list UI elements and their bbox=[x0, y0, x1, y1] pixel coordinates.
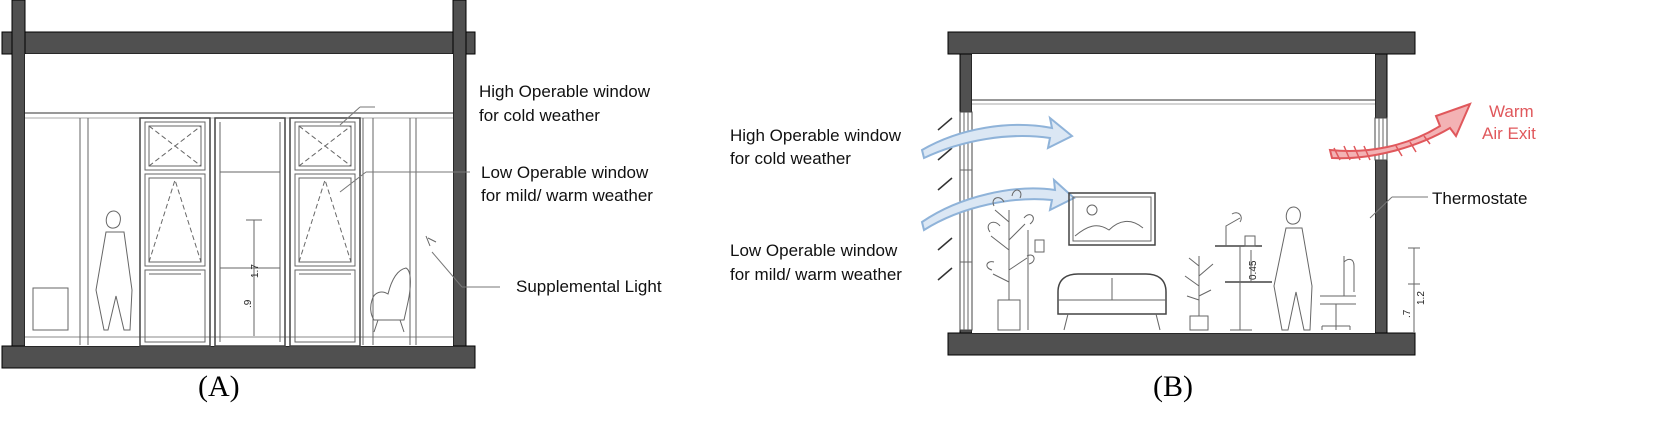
panel-a-dimensions: .9 1.7 bbox=[243, 219, 262, 336]
sofa bbox=[1057, 273, 1167, 331]
panel-b-caption: (B) bbox=[1153, 370, 1193, 403]
panel-a-structure bbox=[1, 0, 476, 369]
panel-b-wall-control bbox=[1034, 239, 1045, 253]
panel-a-low-window-sublabel: for mild/ warm weather bbox=[481, 186, 653, 205]
panel-b-leaders bbox=[1369, 196, 1428, 219]
panel-a-high-window-label: High Operable window bbox=[479, 82, 651, 101]
warm-air-exit-sublabel: Air Exit bbox=[1482, 124, 1536, 143]
panel-b: 0.45 .7 1.2 High Operable window bbox=[730, 31, 1536, 403]
panel-b-high-window-sublabel: for cold weather bbox=[730, 149, 851, 168]
high-airflow-arrow bbox=[920, 115, 1074, 160]
thermostate-label: Thermostate bbox=[1432, 189, 1527, 208]
panel-a-curtain-wall bbox=[79, 118, 417, 345]
panel-b-labels: High Operable window for cold weather Lo… bbox=[730, 102, 1536, 284]
panel-b-low-window-sublabel: for mild/ warm weather bbox=[730, 265, 902, 284]
panel-b-low-window-label: Low Operable window bbox=[730, 241, 898, 260]
panel-a-roof-slab bbox=[1, 31, 476, 55]
panel-b-dim-thermostat-low: .7 bbox=[1402, 309, 1413, 318]
panel-a-dim-head: 1.7 bbox=[250, 264, 261, 278]
warm-air-arrow bbox=[1328, 102, 1472, 160]
panel-a-lounge-chair bbox=[370, 267, 411, 333]
panel-a-window-left bbox=[139, 117, 211, 347]
office-chair bbox=[1320, 256, 1356, 330]
panel-b-warm-air bbox=[1328, 102, 1472, 161]
panel-b-furniture: 0.45 .7 1.2 bbox=[986, 189, 1427, 332]
panel-a-leaders bbox=[339, 106, 500, 288]
tall-plant bbox=[986, 189, 1035, 331]
low-airflow-arrow bbox=[920, 177, 1076, 232]
panel-a-labels: High Operable window for cold weather Lo… bbox=[479, 82, 662, 296]
small-plant bbox=[1184, 256, 1214, 331]
panel-b-right-wall bbox=[1374, 53, 1388, 334]
panel-a-high-window-sublabel: for cold weather bbox=[479, 106, 600, 125]
warm-air-exit-label: Warm bbox=[1489, 102, 1534, 121]
panel-a-low-window-label: Low Operable window bbox=[481, 163, 649, 182]
panel-b-person bbox=[1273, 206, 1313, 331]
desk bbox=[1215, 212, 1272, 331]
panel-a-left-column bbox=[11, 0, 26, 347]
panel-b-dim-desk: 0.45 bbox=[1248, 260, 1259, 280]
panel-a-supplemental-light-label: Supplemental Light bbox=[516, 277, 662, 296]
panel-a-wall-lamp bbox=[425, 235, 437, 247]
panel-a-floor-slab bbox=[1, 345, 476, 369]
panel-a: .9 1.7 High Operable window for cold wea… bbox=[1, 0, 662, 403]
panel-b-airflow bbox=[920, 115, 1076, 232]
panel-b-floor-slab bbox=[947, 332, 1416, 356]
wall-picture bbox=[1068, 192, 1156, 246]
panel-a-furniture bbox=[32, 210, 437, 333]
panel-a-window-right bbox=[289, 117, 361, 347]
panel-a-side-table bbox=[32, 287, 69, 331]
panel-a-person bbox=[95, 210, 133, 331]
panel-b-thermostat-dims: .7 1.2 bbox=[1402, 247, 1427, 332]
panel-b-high-window-label: High Operable window bbox=[730, 126, 902, 145]
panel-a-caption: (A) bbox=[198, 370, 240, 403]
panel-b-dim-thermostat-high: 1.2 bbox=[1416, 291, 1427, 305]
panel-b-roof-slab bbox=[947, 31, 1416, 55]
panel-a-right-column bbox=[452, 0, 467, 347]
panel-a-dim-sill: .9 bbox=[243, 299, 254, 308]
